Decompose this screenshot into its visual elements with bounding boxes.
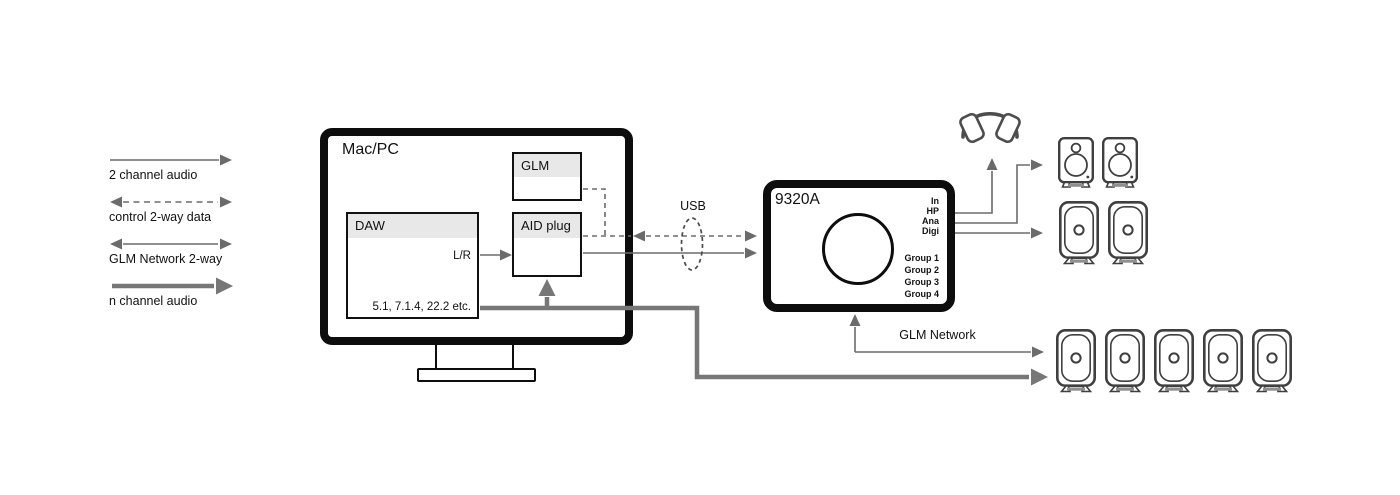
device-9320a: 9320A In HP Ana Digi Group 1 Group 2 Gro… <box>763 180 955 312</box>
volume-knob <box>822 213 894 285</box>
multichannel-speaker-row <box>1056 328 1292 393</box>
aid-plug-box: AID plug <box>512 212 582 277</box>
headphones-icon <box>959 112 1021 144</box>
monitor-stand-neck <box>435 345 514 368</box>
group-label-3: Group 3 <box>904 277 939 287</box>
usb-cable-ellipse <box>680 217 704 271</box>
io-label-digi: Digi <box>922 226 939 236</box>
device-group-labels: Group 1 Group 2 Group 3 Group 4 <box>904 252 939 300</box>
legend-arrow-n-channel-audio <box>112 277 233 295</box>
legend-arrow-control-2way <box>110 196 232 208</box>
usb-label: USB <box>680 199 706 213</box>
glm-software-box: GLM <box>512 152 582 201</box>
wire-digi-to-speakers <box>955 227 1043 239</box>
daw-title: DAW <box>348 214 477 238</box>
io-label-ana: Ana <box>921 216 939 226</box>
daw-multichannel-output-label: 5.1, 7.1.4, 22.2 etc. <box>372 301 471 313</box>
io-label-hp: HP <box>926 206 939 216</box>
legend-label-control-2way: control 2-way data <box>109 210 212 224</box>
wire-ana-to-speakers <box>955 159 1043 224</box>
device-model-label: 9320A <box>775 191 820 208</box>
daw-stereo-output-label: L/R <box>453 250 471 262</box>
computer-title: Mac/PC <box>342 141 399 158</box>
group-label-2: Group 2 <box>904 265 939 275</box>
group-label-4: Group 4 <box>904 289 939 299</box>
glm-title: GLM <box>514 154 580 177</box>
legend-label-n-channel-audio: n channel audio <box>109 294 198 308</box>
aid-plug-title: AID plug <box>514 214 580 238</box>
stereo-speaker-pair-digital <box>1059 201 1148 265</box>
monitor-stand-base <box>417 368 536 382</box>
io-label-in: In <box>931 196 939 206</box>
legend-arrow-2-channel-audio <box>110 154 232 166</box>
glm-network-label: GLM Network <box>899 328 976 342</box>
wire-hp-to-headphones <box>955 158 998 214</box>
legend-label-glm-network-2way: GLM Network 2-way <box>109 252 223 266</box>
legend-arrow-glm-network-2way <box>110 238 232 250</box>
group-label-1: Group 1 <box>904 253 939 263</box>
legend-label-2-channel-audio: 2 channel audio <box>109 168 198 182</box>
device-io-labels: In HP Ana Digi <box>922 196 939 236</box>
stereo-speaker-pair-analog <box>1057 136 1139 189</box>
daw-box: DAW L/R 5.1, 7.1.4, 22.2 etc. <box>346 212 479 319</box>
